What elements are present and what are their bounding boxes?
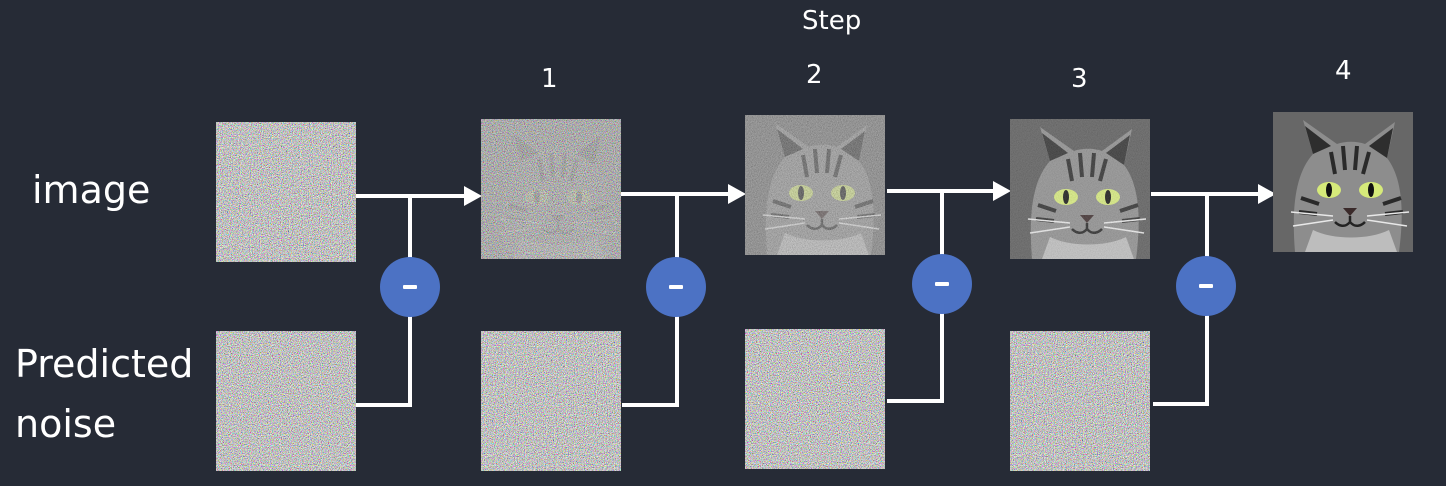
row-label-noise-line1: Predicted xyxy=(15,342,194,386)
cat-image-icon xyxy=(481,119,621,259)
arrow-right-icon xyxy=(1258,184,1276,204)
minus-icon xyxy=(380,257,440,317)
noise-tile-icon xyxy=(481,331,621,471)
step-title: Step xyxy=(802,6,862,36)
minus-icon xyxy=(1176,256,1236,316)
cat-image-icon xyxy=(1010,119,1150,259)
arrow-right-icon xyxy=(464,186,482,206)
step-label-1: 1 xyxy=(541,64,558,94)
row-label-noise-line2: noise xyxy=(15,402,117,446)
noise-tile-icon xyxy=(1010,331,1150,471)
cat-image-icon xyxy=(1273,112,1413,252)
noise-tile-icon xyxy=(216,331,356,471)
minus-icon xyxy=(646,257,706,317)
minus-icon xyxy=(912,254,972,314)
step-label-4: 4 xyxy=(1335,56,1352,86)
row-label-image: image xyxy=(32,168,151,212)
arrow-right-icon xyxy=(993,181,1011,201)
noise-tile-icon xyxy=(745,329,885,469)
arrow-right-icon xyxy=(728,184,746,204)
step-label-3: 3 xyxy=(1071,64,1088,94)
noise-tile-icon xyxy=(216,122,356,262)
cat-image-icon xyxy=(745,115,885,255)
step-label-2: 2 xyxy=(806,60,823,90)
